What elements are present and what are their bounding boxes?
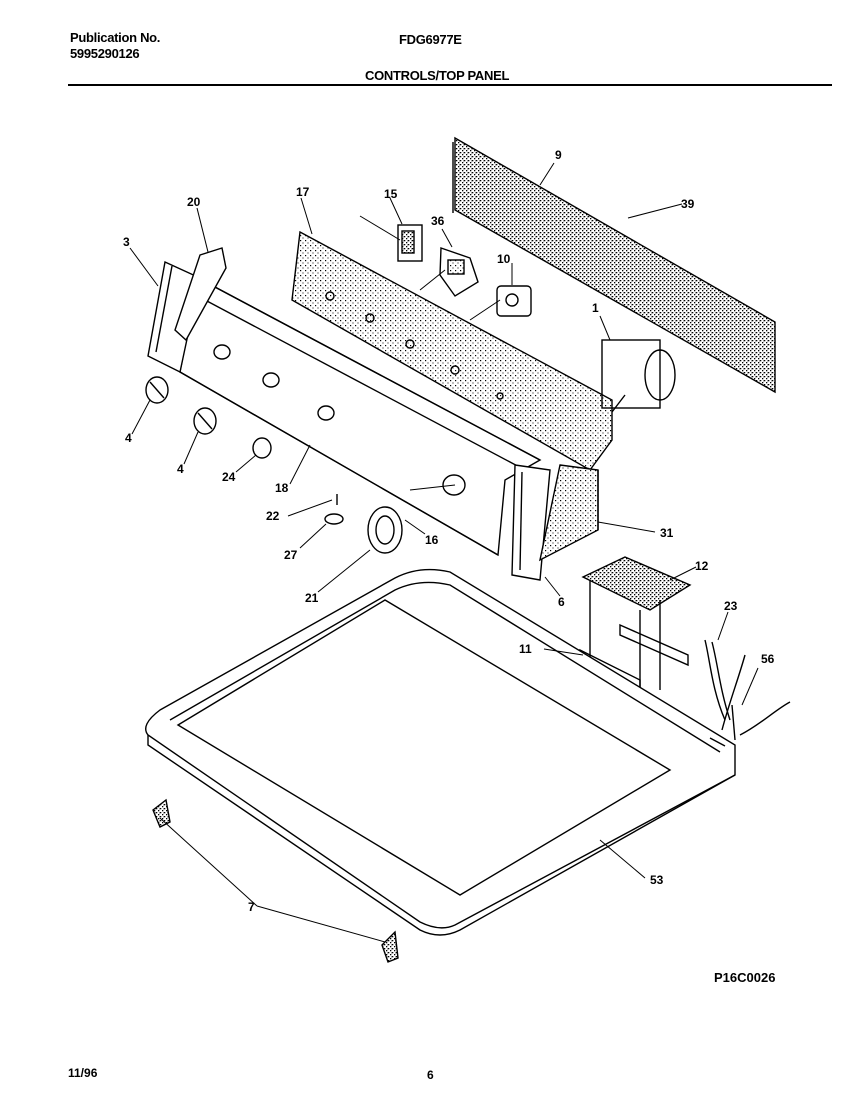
footer-page-number: 6 <box>427 1068 434 1082</box>
callout-7: 7 <box>248 900 255 914</box>
callout-9: 9 <box>555 148 562 162</box>
callout-18: 18 <box>275 481 289 495</box>
part-53-top-panel <box>145 568 736 936</box>
callout-31: 31 <box>660 526 674 540</box>
callout-labels: 9 39 20 17 15 36 10 3 1 4 4 24 18 22 16 … <box>123 148 775 914</box>
part-20-left-bracket <box>174 247 227 342</box>
part-21-timer-knob <box>367 506 403 554</box>
part-1-timer <box>601 339 676 413</box>
model-number: FDG6977E <box>399 32 462 47</box>
part-24-button <box>252 437 272 459</box>
callout-21: 21 <box>305 591 319 605</box>
part-7-clip-upper <box>152 798 171 828</box>
header-rule <box>68 84 832 86</box>
section-title: CONTROLS/TOP PANEL <box>365 68 510 83</box>
callout-17: 17 <box>296 185 310 199</box>
callout-39: 39 <box>681 197 695 211</box>
callout-15: 15 <box>384 187 398 201</box>
part-9-rear-panel <box>452 136 776 394</box>
callout-11: 11 <box>519 642 532 656</box>
part-23-wiring-harness <box>704 639 746 731</box>
callout-53: 53 <box>650 873 664 887</box>
part-6-right-end-cap <box>511 464 551 581</box>
callout-12: 12 <box>695 559 709 573</box>
publication-number: 5995290126 <box>70 46 140 61</box>
publication-label: Publication No. <box>70 30 161 45</box>
callout-22: 22 <box>266 509 280 523</box>
part-3-left-end-cap <box>147 260 201 374</box>
callout-10: 10 <box>497 252 511 266</box>
callout-16: 16 <box>425 533 439 547</box>
part-31-right-bracket <box>539 464 599 562</box>
part-4-knob-upper <box>145 376 169 404</box>
callout-4-upper: 4 <box>125 431 132 445</box>
part-36-switch <box>439 247 479 297</box>
callout-3: 3 <box>123 235 130 249</box>
part-12-circuit-board <box>581 556 692 611</box>
callout-4-lower: 4 <box>177 462 184 476</box>
callout-1: 1 <box>592 301 599 315</box>
part-4-knob-lower <box>193 407 217 435</box>
callout-6: 6 <box>558 595 565 609</box>
callout-36: 36 <box>431 214 445 228</box>
figure-code: P16C0026 <box>714 970 776 985</box>
leader-lines <box>129 162 759 943</box>
part-15-switch <box>397 224 423 262</box>
part-17-panel-backing <box>291 230 613 471</box>
callout-24: 24 <box>222 470 236 484</box>
part-56-terminal <box>731 701 791 741</box>
part-27-clip <box>324 513 344 525</box>
callout-20: 20 <box>187 195 201 209</box>
callout-27: 27 <box>284 548 298 562</box>
part-10-switch <box>496 285 532 317</box>
callout-56: 56 <box>761 652 775 666</box>
footer-date: 11/96 <box>68 1066 98 1080</box>
callout-23: 23 <box>724 599 738 613</box>
part-7-clip-lower <box>381 930 399 963</box>
